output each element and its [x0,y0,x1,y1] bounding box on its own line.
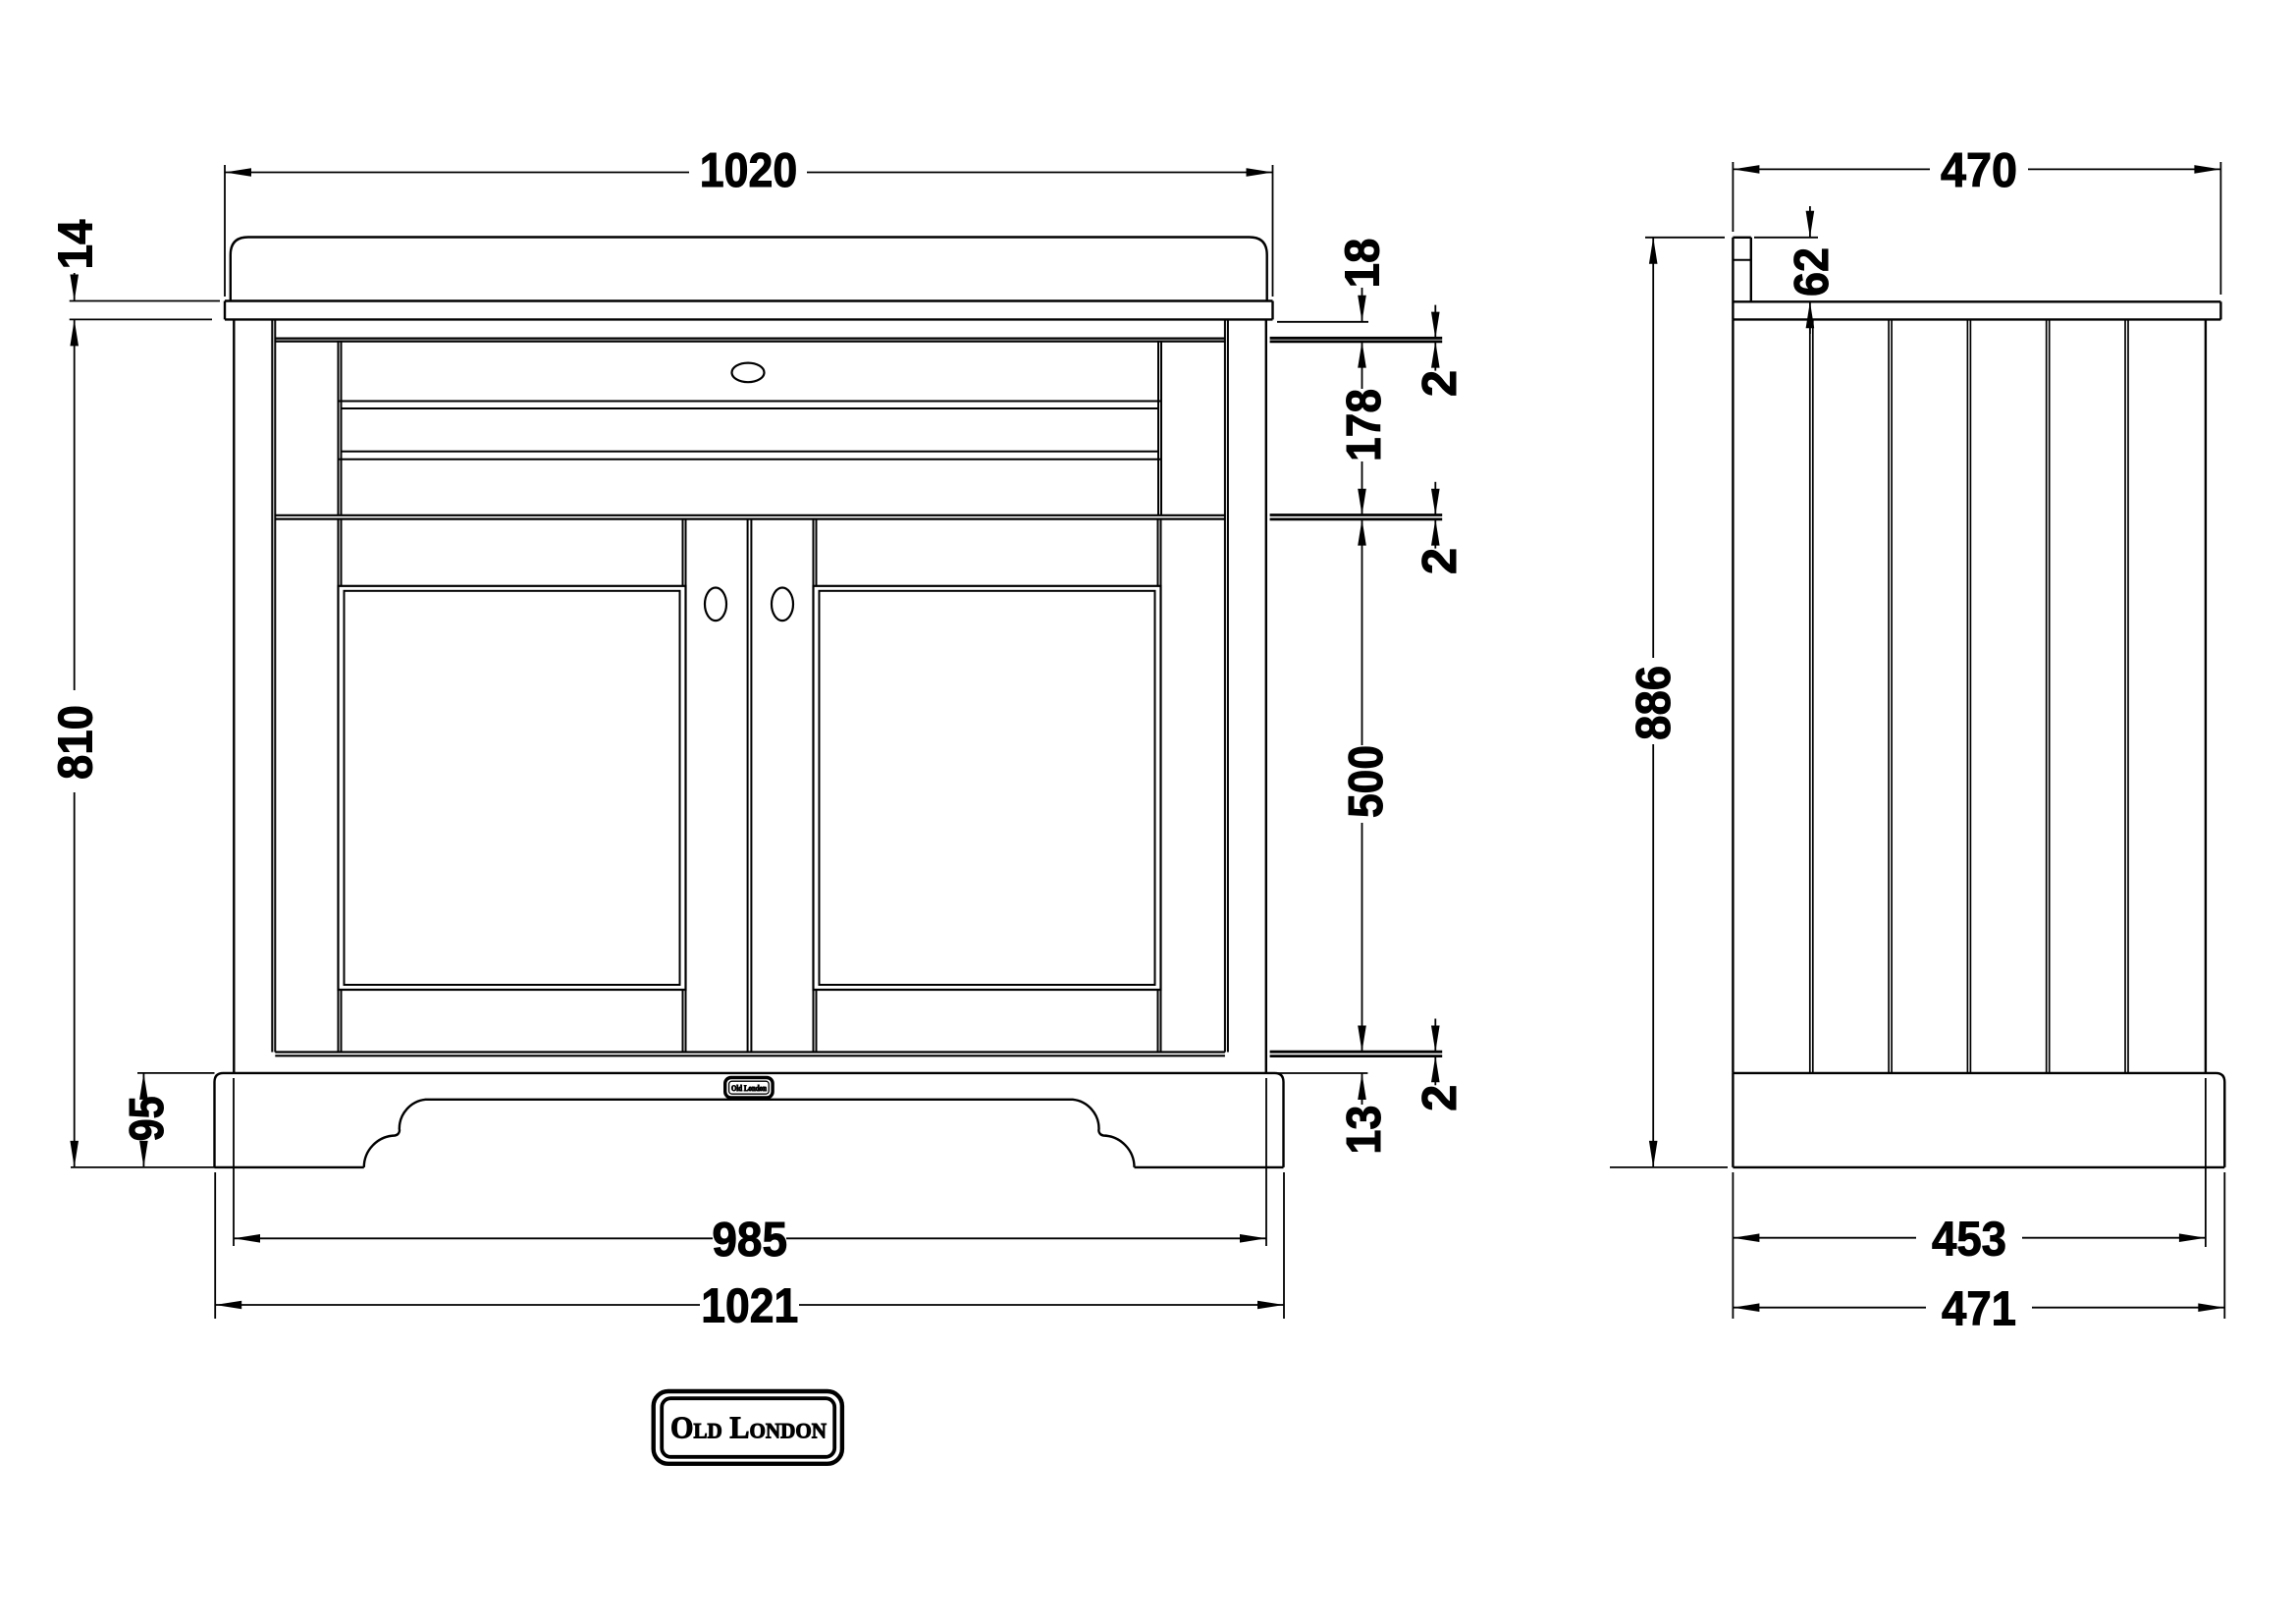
svg-text:886: 886 [1628,666,1681,740]
svg-text:453: 453 [1932,1214,2006,1267]
svg-text:985: 985 [712,1214,787,1267]
svg-text:14: 14 [50,220,103,270]
svg-text:810: 810 [50,705,103,780]
svg-text:470: 470 [1941,144,2017,197]
svg-text:1021: 1021 [701,1279,798,1332]
svg-text:1020: 1020 [700,144,798,197]
svg-text:178: 178 [1338,389,1391,461]
svg-text:2: 2 [1414,548,1467,574]
svg-text:13: 13 [1338,1106,1391,1155]
svg-text:2: 2 [1414,370,1467,397]
svg-text:2: 2 [1414,1085,1467,1111]
svg-text:500: 500 [1340,745,1393,818]
svg-text:95: 95 [121,1096,174,1141]
svg-text:18: 18 [1337,239,1390,289]
svg-text:Old London: Old London [670,1411,827,1445]
svg-text:471: 471 [1942,1283,2016,1336]
svg-text:Old London: Old London [731,1083,767,1093]
svg-text:62: 62 [1786,247,1839,297]
